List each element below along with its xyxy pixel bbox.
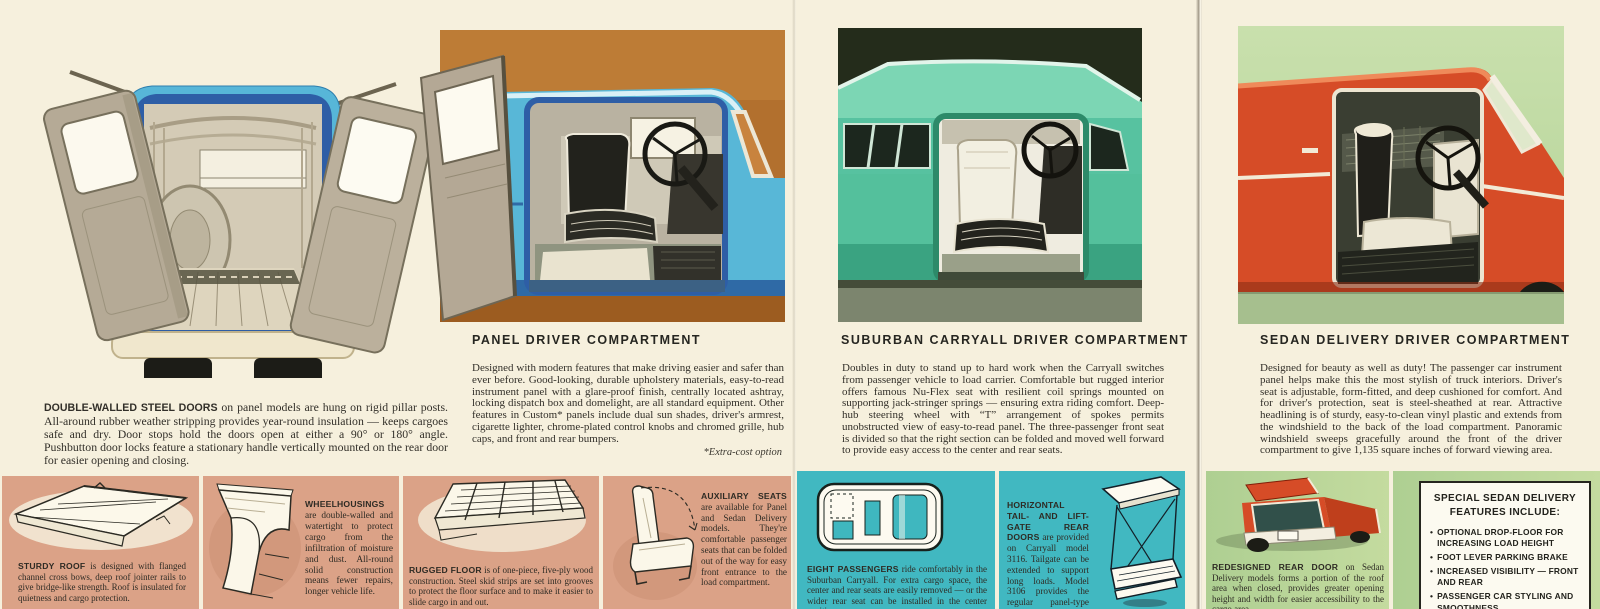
wheelhousing-illustration [205, 478, 303, 604]
feature-panel-rear-door: REDESIGNED REAR DOOR on Sedan Delivery m… [1206, 471, 1389, 609]
feature-panel-sturdy-roof: STURDY ROOF is designed with flanged cha… [2, 476, 199, 609]
rugged-floor-caption: RUGGED FLOOR is of one-piece, five-ply w… [409, 565, 593, 607]
feature-panel-special-features: SPECIAL SEDAN DELIVERY FEATURES INCLUDE:… [1393, 471, 1600, 609]
extra-cost-footnote: *Extra-cost option [703, 447, 782, 458]
sturdy-roof-illustration [6, 480, 196, 552]
sturdy-roof-caption: STURDY ROOF is designed with flanged cha… [18, 561, 187, 603]
seating-plan-illustration [815, 481, 945, 553]
carryall-body: Doubles in duty to stand up to hard work… [842, 362, 1164, 457]
page-fold [1196, 0, 1202, 609]
sedan-delivery-compartment-illustration [1238, 26, 1564, 324]
rugged-floor-illustration [417, 478, 587, 556]
special-feature-item: •PASSENGER CAR STYLING AND SMOOTHNESS [1430, 591, 1580, 609]
panel-rear-doors-illustration [18, 32, 448, 382]
bullet-icon: • [1430, 591, 1434, 602]
lift-gate-illustration [1087, 473, 1183, 607]
page-crease [792, 0, 796, 609]
steel-doors-paragraph: DOUBLE-WALLED STEEL DOORS on panel model… [44, 399, 448, 468]
lift-gate-caption: HORIZONTAL TAIL- AND LIFT-GATE REAR DOOR… [1007, 500, 1089, 609]
carryall-compartment-illustration [838, 28, 1142, 322]
special-feature-item: •OPTIONAL DROP-FLOOR FOR INCREASING LOAD… [1430, 527, 1564, 549]
bullet-icon: • [1430, 566, 1434, 577]
feature-panel-eight-passengers: EIGHT PASSENGERS ride comfortably in the… [797, 471, 995, 609]
auxiliary-seat-illustration [603, 480, 699, 606]
feature-panel-wheelhousings: WHEELHOUSINGS are double-walled and wate… [203, 476, 399, 609]
feature-panel-lift-gate: HORIZONTAL TAIL- AND LIFT-GATE REAR DOOR… [999, 471, 1185, 609]
rear-door-illustration [1212, 473, 1386, 553]
bullet-icon: • [1430, 527, 1434, 537]
carryall-heading: SUBURBAN CARRYALL DRIVER COMPARTMENT [841, 333, 1189, 347]
panel-body: Designed with modern features that make … [472, 362, 784, 445]
special-feature-item: •INCREASED VISIBILITY — FRONT AND REAR [1430, 566, 1579, 588]
rear-door-caption: REDESIGNED REAR DOOR on Sedan Delivery m… [1212, 562, 1385, 609]
feature-panel-auxiliary-seats: AUXILIARY SEATS are available for Panel … [603, 476, 791, 609]
bullet-icon: • [1430, 552, 1434, 563]
wheelhousings-caption: WHEELHOUSINGS are double-walled and wate… [305, 499, 393, 598]
auxiliary-seats-caption: AUXILIARY SEATS are available for Panel … [701, 491, 787, 588]
carryall-cab-illustration [838, 28, 1142, 322]
steel-doors-lead: DOUBLE-WALLED STEEL DOORS [44, 401, 218, 414]
eight-passengers-caption: EIGHT PASSENGERS ride comfortably in the… [807, 564, 987, 609]
panel-heading: PANEL DRIVER COMPARTMENT [472, 333, 702, 347]
feature-panel-rugged-floor: RUGGED FLOOR is of one-piece, five-ply w… [403, 476, 599, 609]
sedan-heading: SEDAN DELIVERY DRIVER COMPARTMENT [1260, 333, 1571, 347]
special-feature-item: •FOOT LEVER PARKING BRAKE [1430, 552, 1568, 563]
panel-driver-compartment-illustration [415, 28, 787, 324]
sedan-body: Designed for beauty as well as duty! The… [1260, 362, 1562, 457]
special-features-title: SPECIAL SEDAN DELIVERY FEATURES INCLUDE: [1433, 493, 1577, 518]
panel-truck-rear-illustration [43, 70, 437, 378]
special-features-box: SPECIAL SEDAN DELIVERY FEATURES INCLUDE:… [1419, 481, 1591, 609]
panel-cab-illustration [419, 30, 785, 322]
sedan-cab-illustration [1238, 26, 1564, 324]
steel-doors-body: on panel models are hung on rigid pillar… [44, 399, 448, 468]
